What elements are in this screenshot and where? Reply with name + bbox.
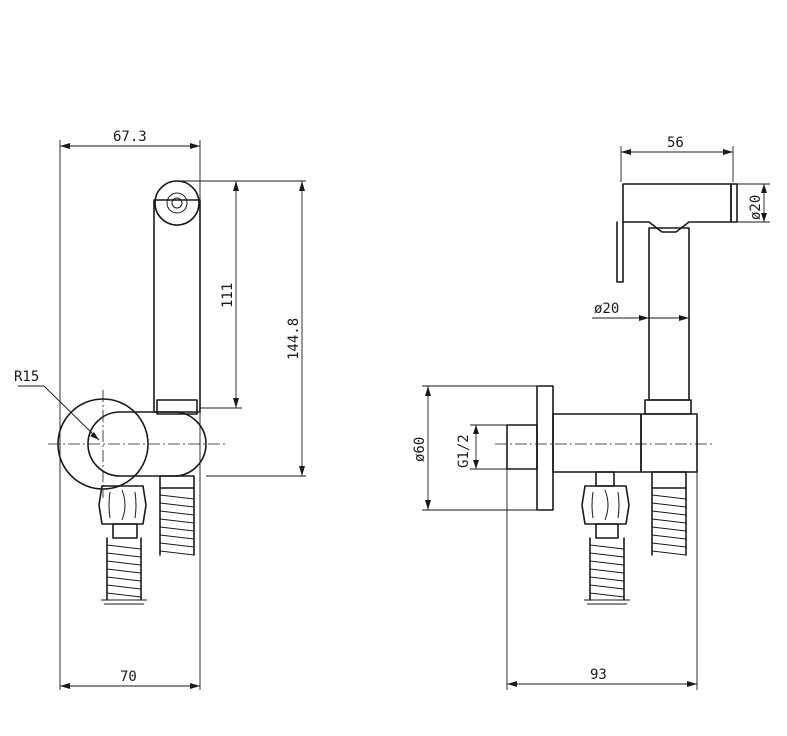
front-view: R15 67.3 70 111 144.8: [14, 129, 306, 690]
radius-label: R15: [14, 369, 39, 385]
handset-body: [153, 199, 201, 413]
dim-56: 56: [667, 135, 684, 151]
side-view: 56 ø20 ø20 ø60 G1/2 93: [412, 135, 770, 690]
dim-111: 111: [220, 283, 236, 308]
wall-flange: [536, 385, 554, 511]
thread-stub: [506, 424, 538, 470]
hose-right-handset: [651, 471, 687, 556]
hose-left: [101, 537, 147, 605]
dim-67-3: 67.3: [113, 129, 147, 145]
dim-93: 93: [590, 667, 607, 683]
hose-right-lower: [584, 537, 630, 605]
hex-nut-left: [98, 485, 147, 525]
connector-block: [640, 413, 698, 473]
spray-nozzles: [166, 192, 188, 214]
dim-70: 70: [120, 669, 137, 685]
valve-body: [552, 413, 642, 473]
dim-flange-dia: ø60: [412, 437, 428, 462]
dim-144-8: 144.8: [286, 318, 302, 360]
handset-head: [622, 183, 732, 233]
spray-head: [154, 180, 200, 226]
handset-stem: [648, 227, 690, 401]
trigger-lever: [616, 221, 624, 283]
hex-nut-right: [581, 485, 630, 525]
handset-collar: [156, 399, 198, 415]
hose-handset: [159, 475, 195, 556]
dim-head-dia: ø20: [748, 195, 764, 220]
dim-thread: G1/2: [456, 434, 472, 468]
dim-body-dia: ø20: [594, 301, 619, 317]
